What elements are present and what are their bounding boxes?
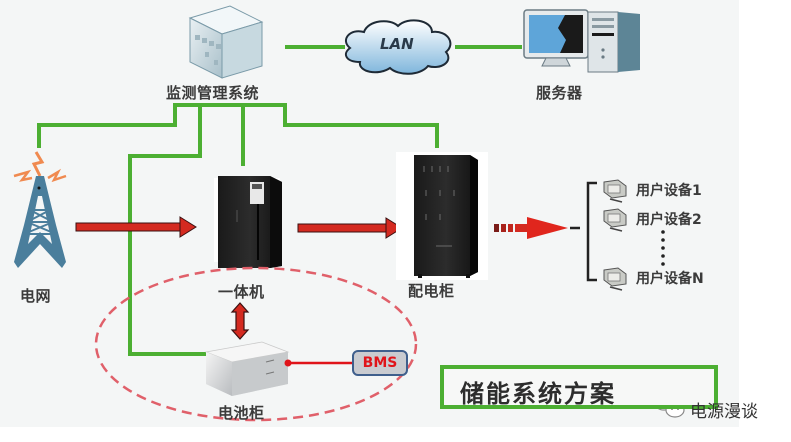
watermark-text: 电源漫谈: [690, 402, 758, 422]
title-box: 储能系统方案: [440, 365, 718, 409]
arrow-distribution-to-users: [494, 217, 568, 239]
storage-group-ellipse: [94, 266, 418, 422]
lan-label: LAN: [380, 35, 414, 53]
arrow-grid-to-integrated: [75, 216, 197, 238]
comm-line-monitor-grid: [37, 103, 177, 148]
power-arrows: [75, 216, 568, 340]
battery-cabinet-icon: [204, 341, 290, 396]
user-device-ellipsis: [661, 230, 665, 266]
cloud-icon: [344, 19, 452, 75]
user-device-label: 用户设备2: [636, 212, 702, 228]
arrow-integrated-to-distribution: [297, 217, 403, 239]
grid-label: 电网: [20, 287, 52, 305]
monitoring-system-label: 监测管理系统: [166, 84, 260, 102]
device-icon: [603, 267, 627, 291]
device-icons: [603, 179, 627, 291]
communication-lines: [37, 45, 522, 356]
integrated-unit-label: 一体机: [218, 283, 265, 301]
arrow-integrated-battery-bidirectional: [230, 302, 250, 340]
cabinet-icon: [214, 176, 282, 268]
user-device-label: 用户设备N: [636, 271, 704, 287]
desktop-computer-icon: [523, 9, 640, 73]
device-icon: [603, 179, 627, 203]
rack-cabinet-icon: [396, 152, 488, 280]
battery-cabinet-label: 电池柜: [218, 404, 265, 422]
diagram-title: 储能系统方案: [460, 380, 616, 408]
user-device-label: 用户设备1: [636, 183, 702, 199]
server-label: 服务器: [536, 84, 583, 102]
device-icon: [603, 208, 627, 232]
comm-line-monitor-battery: [128, 103, 210, 356]
comm-line-monitor-distribution: [283, 103, 439, 148]
bms-link: [284, 359, 360, 367]
distribution-cabinet-label: 配电柜: [408, 282, 455, 300]
bms-box: BMS: [352, 350, 408, 376]
server-building-icon: [188, 5, 264, 79]
user-devices-bracket: [570, 181, 597, 282]
transmission-tower-icon: [13, 151, 67, 268]
